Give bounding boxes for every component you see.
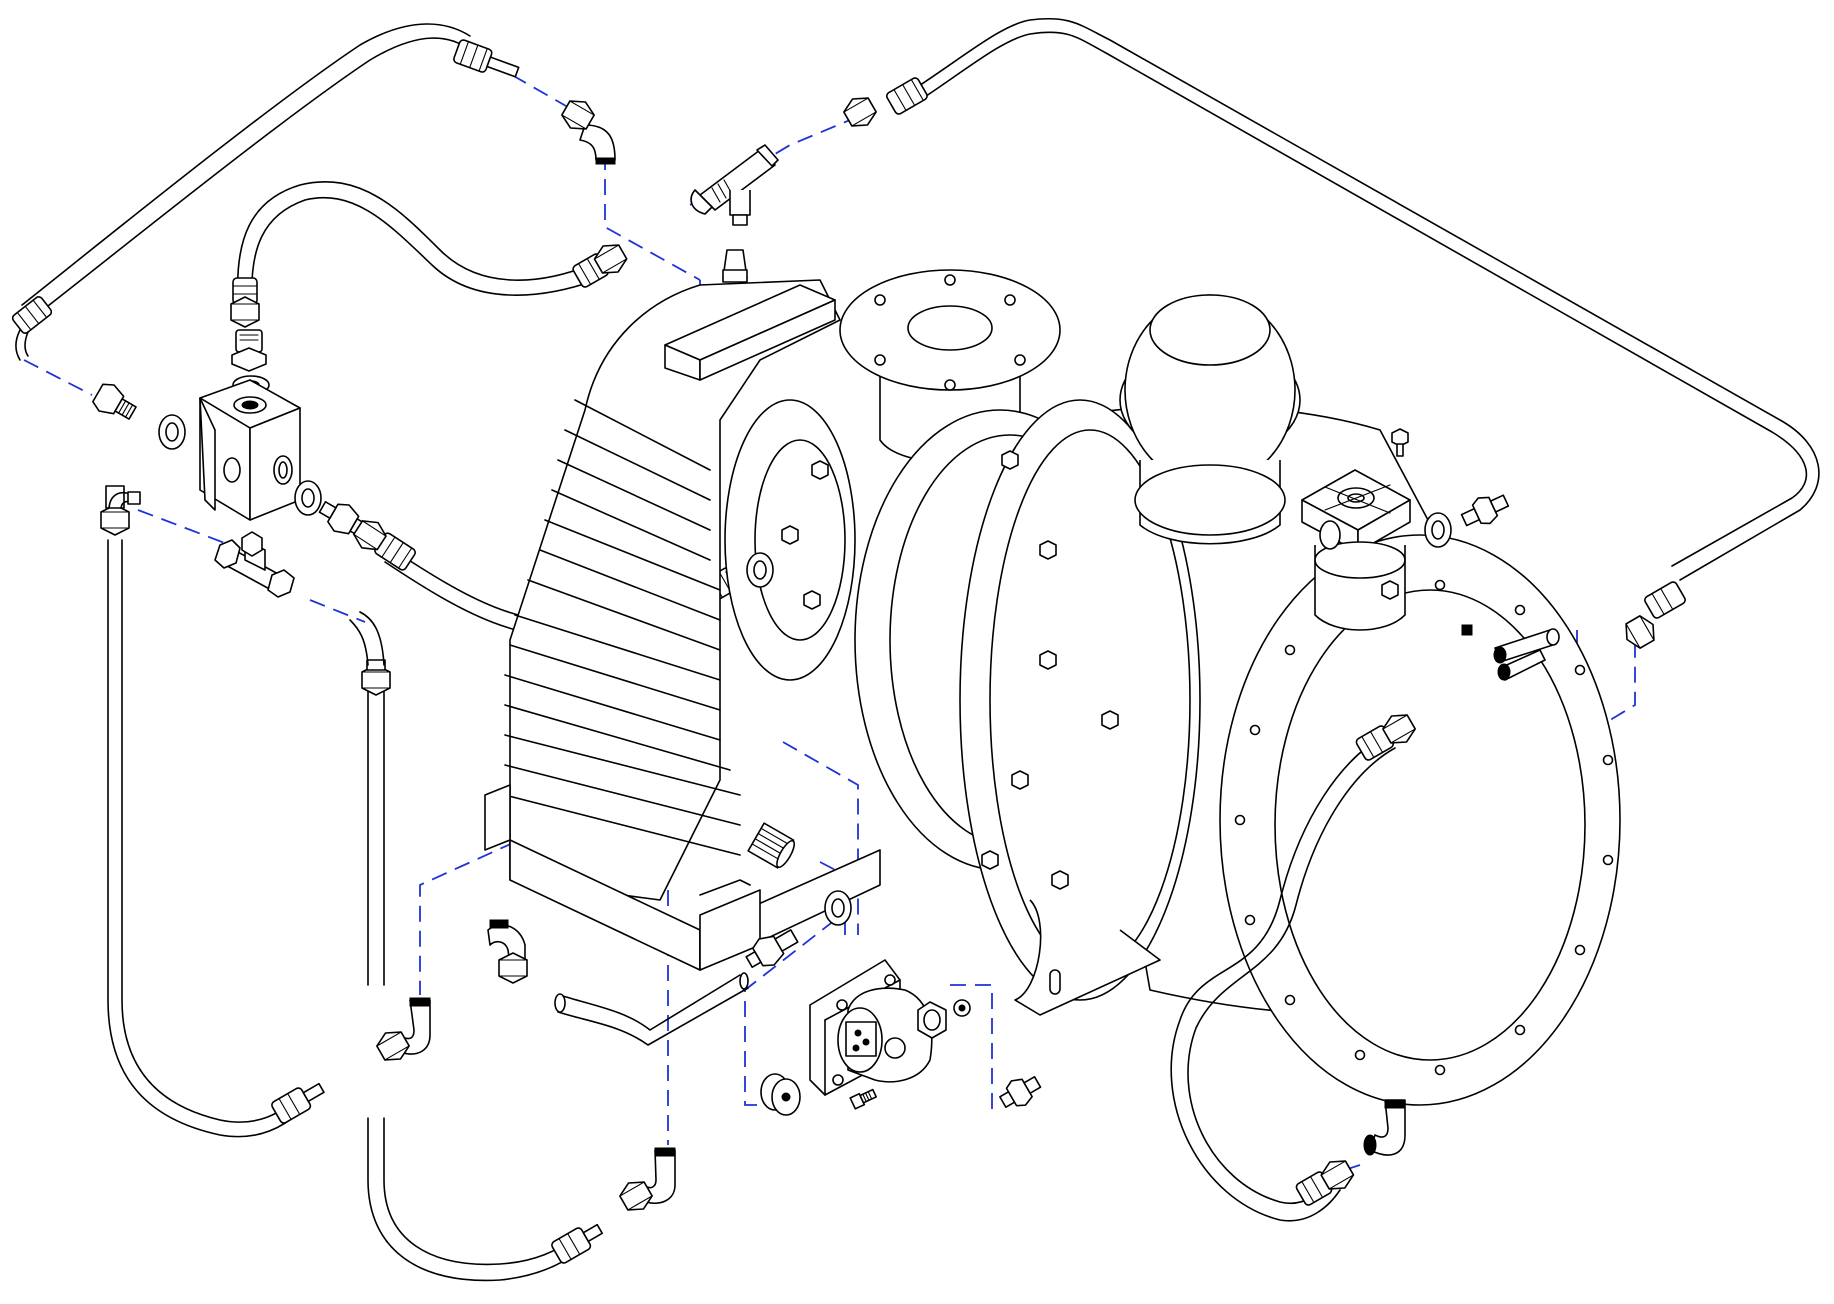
left-vertical-hose	[100, 485, 325, 1138]
small-screw	[849, 1087, 878, 1110]
right-tee-fitting	[1461, 624, 1560, 681]
blower-housing	[484, 279, 881, 971]
mid-hose-loop	[230, 180, 632, 328]
right-adapter-fitting	[294, 480, 374, 541]
sensor-body	[837, 987, 933, 1083]
lower-left-elbow	[372, 997, 431, 1067]
manifold-block	[199, 379, 301, 521]
left-adapter-fitting	[92, 383, 186, 450]
top-elbow-fitting	[557, 94, 616, 165]
upper-right-hose	[839, 17, 1820, 653]
top-cone-plug	[722, 249, 748, 283]
bent-tube	[554, 972, 749, 1046]
filter-housing	[1301, 428, 1510, 631]
main-tank	[839, 269, 1621, 1106]
upper-left-hose	[11, 23, 520, 361]
right-small-adapter	[999, 1076, 1042, 1108]
round-nut	[760, 1073, 801, 1116]
lower-adapter-fitting	[745, 890, 852, 968]
left-tee-fitting	[214, 531, 295, 598]
bushing-part	[917, 999, 971, 1039]
top-tee-fitting	[690, 144, 779, 226]
mid-elbow-fitting	[487, 919, 528, 984]
right-elbow-fitting	[1363, 1099, 1406, 1156]
right-hose-loop	[1170, 708, 1420, 1222]
lower-elbow-fitting	[615, 1147, 676, 1217]
center-vertical-hose	[349, 611, 604, 1282]
